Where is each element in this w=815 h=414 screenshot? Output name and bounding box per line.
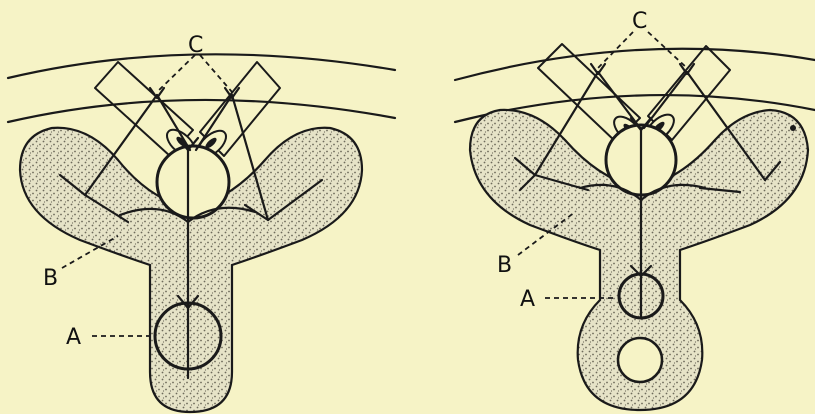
left-lower-arc [8, 100, 395, 122]
left-label-a: A [66, 325, 81, 350]
right-dot-mark [790, 125, 796, 131]
right-label-a: A [520, 287, 535, 312]
left-label-c: C [188, 33, 203, 58]
left-central-circle [157, 146, 229, 218]
right-ring-hole [618, 338, 662, 382]
left-label-b: B [43, 266, 58, 291]
right-upper-arc [455, 49, 815, 80]
right-figure: C B A [455, 9, 815, 410]
right-label-b: B [497, 253, 512, 278]
left-figure: C B A [8, 33, 395, 412]
right-label-c: C [632, 9, 647, 34]
